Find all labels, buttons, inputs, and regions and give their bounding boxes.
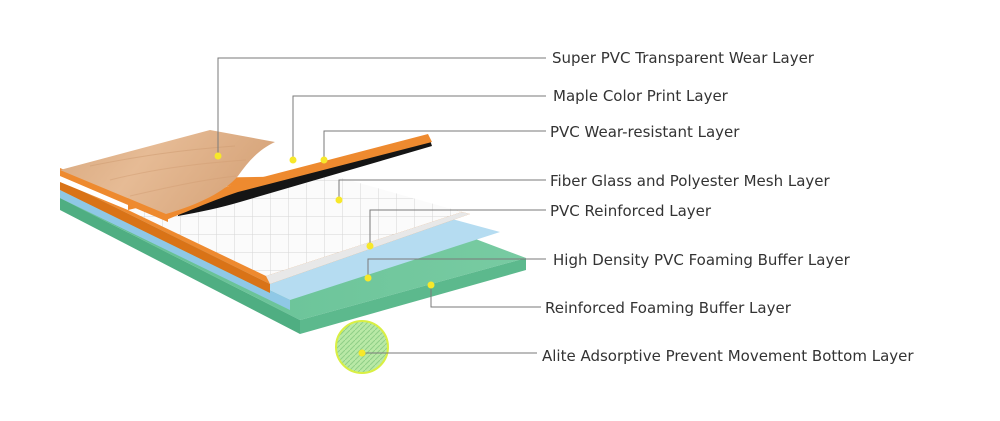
leader-reinforced-foaming (430, 285, 541, 308)
leader-pvc-wear-resistant (323, 130, 546, 160)
leader-maple-print (292, 95, 546, 160)
blue-foaming-layer-front-edge (60, 190, 290, 310)
marker-dot-reinforced-foaming (427, 281, 435, 289)
black-wear-resistant-layer (178, 140, 432, 216)
maple-wood-top-surface (60, 130, 275, 214)
label-pvc-reinforced-layer: PVC Reinforced Layer (550, 202, 712, 220)
wood-grain-1 (89, 145, 236, 167)
orange-peel-edge (160, 134, 432, 220)
label-pvc-wear-resistant-layer: PVC Wear-resistant Layer (550, 123, 740, 141)
leader-pvc-reinforced (369, 209, 546, 246)
marker-dot-pvc-reinforced (366, 242, 374, 250)
marker-dots (214, 152, 435, 357)
bottom-layer-magnifier (335, 320, 389, 374)
leader-fiber-mesh (338, 179, 546, 200)
marker-dot-alite-bottom (358, 349, 366, 357)
wood-grain-3 (129, 175, 237, 197)
label-fiber-glass-polyester-mesh-layer: Fiber Glass and Polyester Mesh Layer (550, 172, 830, 190)
layer-stack (60, 130, 526, 374)
orange-front-strip (60, 168, 168, 222)
marker-dot-super-pvc (214, 152, 222, 160)
marker-dot-maple-print (289, 156, 297, 164)
marker-dot-fiber-mesh (335, 196, 343, 204)
label-super-pvc-transparent-wear-layer: Super PVC Transparent Wear Layer (552, 49, 815, 67)
label-high-density-pvc-foaming-buffer-layer: High Density PVC Foaming Buffer Layer (553, 251, 851, 269)
orange-reinforced-layer-front-edge (60, 180, 270, 293)
marker-dot-pvc-wear-resistant (320, 156, 328, 164)
layer-labels: Super PVC Transparent Wear Layer Maple C… (542, 49, 914, 365)
leader-super-pvc (217, 57, 546, 156)
wood-grain-2 (109, 159, 247, 181)
label-maple-color-print-layer: Maple Color Print Layer (553, 87, 729, 105)
label-reinforced-foaming-buffer-layer: Reinforced Foaming Buffer Layer (545, 299, 792, 317)
label-alite-adsorptive-bottom-layer: Alite Adsorptive Prevent Movement Bottom… (542, 347, 914, 365)
leader-high-density (367, 258, 546, 278)
green-foaming-layer-front-edge (60, 198, 300, 334)
leader-lines (217, 57, 546, 354)
green-foaming-layer-side-edge (300, 258, 526, 334)
marker-dot-high-density (364, 274, 372, 282)
